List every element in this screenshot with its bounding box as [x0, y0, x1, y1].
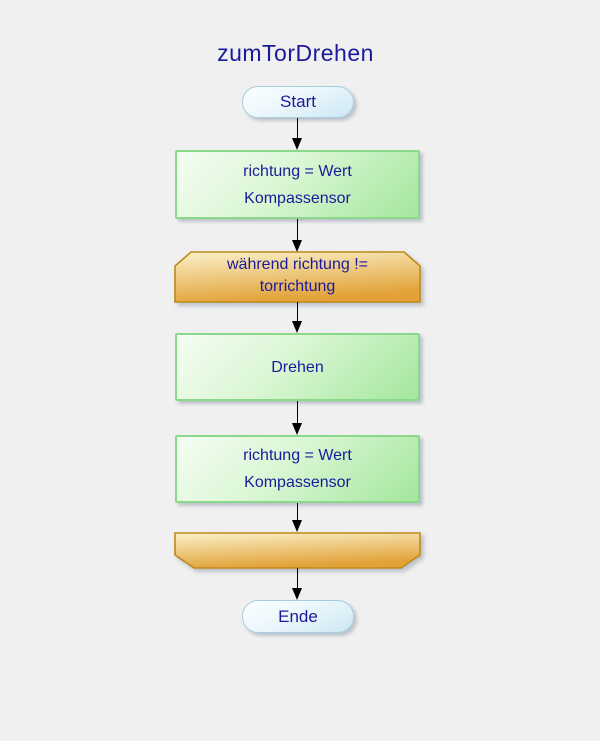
node-assign2-line2: Kompassensor: [244, 474, 351, 491]
node-start[interactable]: Start: [242, 86, 354, 118]
arrowhead-icon: [292, 520, 302, 532]
node-assign2-line1: richtung = Wert: [243, 447, 352, 464]
arrowhead-icon: [292, 138, 302, 150]
node-while-loop-shape[interactable]: [174, 251, 421, 303]
arrow-line: [297, 568, 298, 589]
connector-arrow: [289, 302, 306, 333]
connector-arrow: [289, 568, 306, 600]
node-assign-richtung-2[interactable]: richtung = Wert Kompassensor: [175, 435, 420, 503]
page-title: zumTorDrehen: [217, 40, 374, 66]
connector-arrow: [289, 118, 306, 150]
arrow-line: [297, 302, 298, 322]
node-drehen[interactable]: Drehen: [175, 333, 420, 401]
arrowhead-icon: [292, 321, 302, 333]
node-loop-end-shape[interactable]: [174, 532, 421, 569]
arrowhead-icon: [292, 588, 302, 600]
node-start-label: Start: [280, 92, 316, 111]
node-ende[interactable]: Ende: [242, 600, 354, 633]
arrow-line: [297, 219, 298, 241]
connector-arrow: [289, 503, 306, 532]
arrowhead-icon: [292, 240, 302, 252]
node-ende-label: Ende: [278, 606, 318, 626]
arrow-line: [297, 503, 298, 521]
node-assign1-line2: Kompassensor: [244, 189, 351, 207]
node-drehen-label: Drehen: [271, 358, 324, 376]
node-assign-richtung-1[interactable]: richtung = Wert Kompassensor: [175, 150, 420, 219]
arrow-line: [297, 401, 298, 424]
arrowhead-icon: [292, 423, 302, 435]
connector-arrow: [289, 219, 306, 252]
node-assign1-line1: richtung = Wert: [243, 162, 352, 180]
connector-arrow: [289, 401, 306, 435]
arrow-line: [297, 118, 298, 139]
